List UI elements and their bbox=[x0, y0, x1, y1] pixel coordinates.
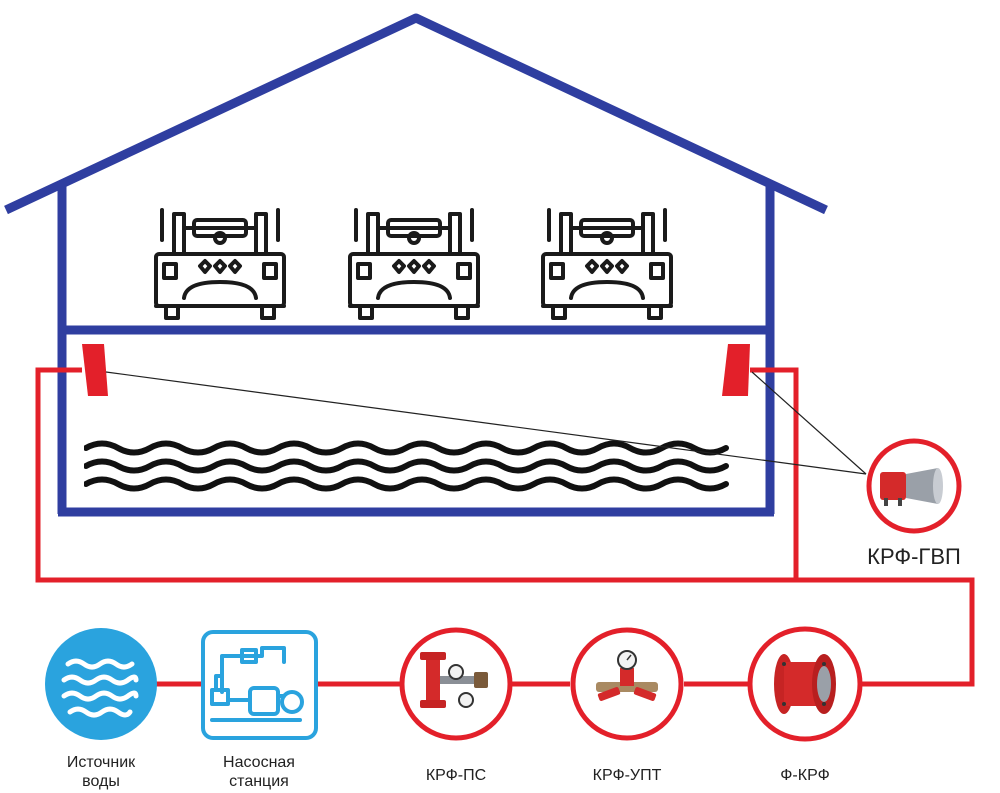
krf-ps-unit: КРФ-ПС bbox=[399, 627, 513, 784]
pump-station-label-line2: станция bbox=[229, 773, 289, 790]
krf-gvp-label: КРФ-ГВП bbox=[867, 544, 961, 569]
basement-waves bbox=[86, 444, 726, 489]
nozzle-left bbox=[82, 344, 108, 396]
foam-generator-icon bbox=[880, 468, 943, 506]
krf-upt-unit: КРФ-УПТ bbox=[570, 627, 684, 784]
callout-lines bbox=[105, 371, 867, 475]
krf-ps-label: КРФ-ПС bbox=[426, 767, 486, 784]
building-roof bbox=[4, 13, 828, 215]
valve-assembly-icon bbox=[420, 652, 488, 708]
printing-machine-icon bbox=[154, 208, 286, 320]
krf-gvp-callout: КРФ-ГВП bbox=[866, 438, 962, 569]
krf-upt-label: КРФ-УПТ bbox=[593, 767, 662, 784]
water-waves-icon bbox=[61, 658, 139, 718]
f-krf-label: Ф-КРФ bbox=[780, 767, 829, 784]
water-source-label-line1: Источник bbox=[67, 754, 136, 771]
f-krf-unit: Ф-КРФ bbox=[747, 626, 863, 784]
pump-station-label-line1: Насосная bbox=[223, 754, 295, 771]
water-source: Источник воды bbox=[45, 628, 157, 790]
nozzle-right bbox=[722, 344, 750, 396]
pipe-network bbox=[35, 367, 975, 687]
printing-machine-icon bbox=[541, 208, 673, 320]
flange-valve-icon bbox=[774, 654, 836, 714]
valve-gauge-icon bbox=[596, 650, 658, 701]
pump-station-icon bbox=[210, 646, 304, 722]
water-source-label-line2: воды bbox=[82, 773, 120, 790]
printing-machine-icon bbox=[348, 208, 480, 320]
pump-station: Насосная станция bbox=[201, 630, 318, 790]
